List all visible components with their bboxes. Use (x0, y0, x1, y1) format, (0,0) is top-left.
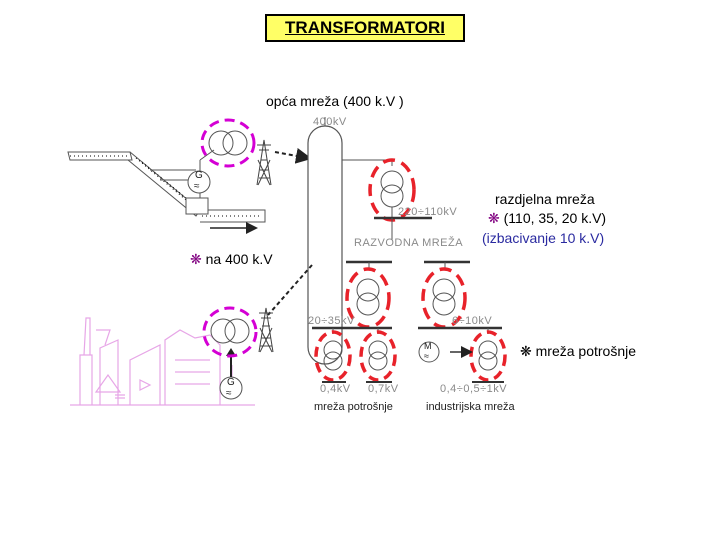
hydro-plant (67, 149, 266, 234)
generator-top-wave: ≈ (194, 181, 200, 192)
razvodna-mreza-label: RAZVODNA MREŽA (354, 237, 464, 249)
razdjelna-mreza-line2: (110, 35, 20 k.V) (503, 210, 607, 226)
opca-mreza-label: opća mreža (400 k.V ) (266, 93, 404, 109)
transformer-04kv (314, 328, 352, 383)
page-title: TRANSFORMATORI (285, 18, 445, 37)
razdjelna-mreza-line3: (izbacivanje 10 k.V) (482, 230, 605, 246)
gen-transformer-bottom (202, 306, 258, 358)
razvodna-bus (346, 218, 470, 270)
voltage-07: 0,7kV (368, 383, 399, 395)
bullet-na400-icon: ❋ (190, 251, 202, 267)
gen-transformer-top (200, 118, 256, 168)
motor-letter: M (424, 341, 432, 351)
tower-bottom (258, 307, 274, 353)
generator-top (187, 170, 211, 194)
mreza-potrosnje-label: mreža potrošnje (535, 343, 637, 359)
voltage-220-110: 220÷110kV (398, 206, 458, 218)
bullet-razdjelna-icon: ❋ (488, 210, 500, 226)
voltage-20-35: 20÷35kV (308, 315, 355, 327)
industrijska-mreza-label: industrijska mreža (426, 401, 515, 413)
transformer-07kv (359, 328, 397, 383)
tower-top (256, 139, 272, 186)
voltage-04-1: 0,4÷0,5÷1kV (440, 383, 508, 395)
generator-bottom-wave: ≈ (226, 388, 232, 399)
bullet-potrosnja-icon: ❋ (520, 343, 532, 359)
thermal-plant (70, 317, 255, 406)
motor-wave: ≈ (424, 351, 429, 361)
voltage-04: 0,4kV (320, 383, 351, 395)
razdjelna-mreza-line1: razdjelna mreža (495, 191, 595, 207)
title-box: TRANSFORMATORI (265, 14, 465, 42)
motor (418, 341, 440, 363)
na-400kv-label: na 400 k.V (205, 251, 273, 267)
generator-bottom-letter: G (227, 377, 235, 388)
voltage-6-10: 6÷10kV (452, 315, 493, 327)
generator-top-letter: G (195, 170, 203, 181)
voltage-400kv-top: 400kV (313, 116, 347, 128)
generator-bottom (219, 348, 243, 400)
transformer-04-1kv (469, 328, 507, 383)
mreza-potrosnje-small: mreža potrošnje (314, 401, 393, 413)
